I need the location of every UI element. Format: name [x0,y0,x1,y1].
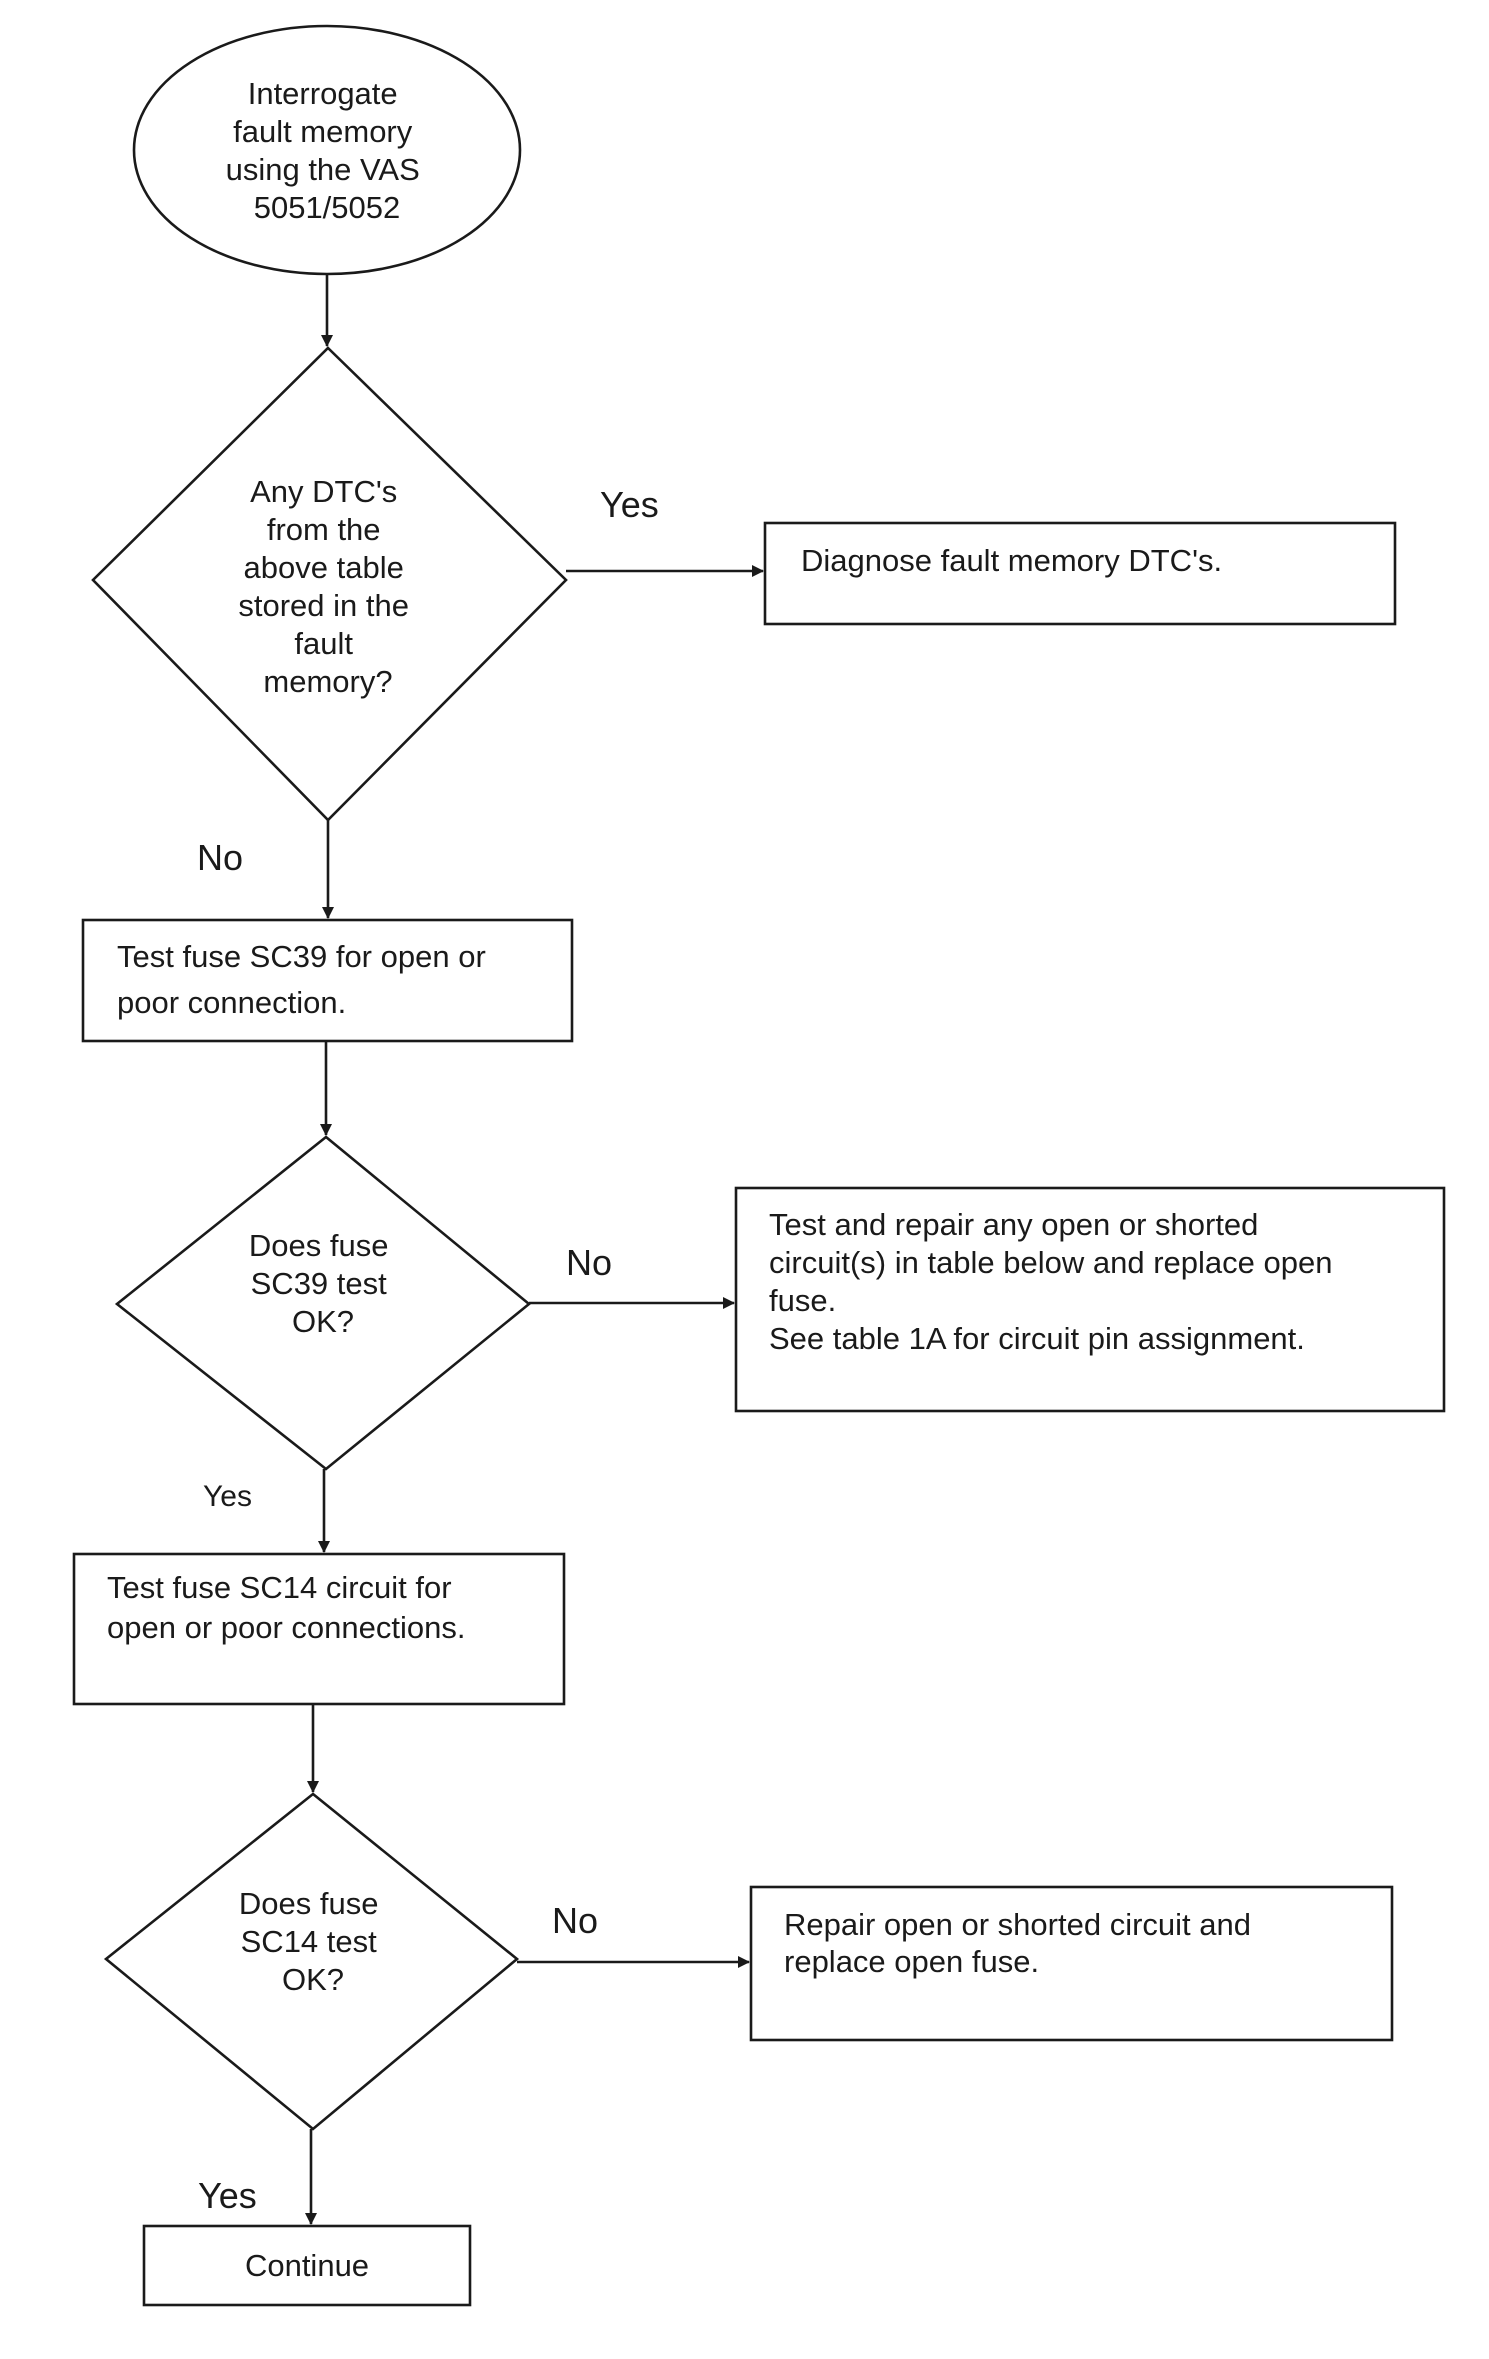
label-sc39-yes: Yes [203,1480,252,1513]
decision-sc39-ok: Does fuse SC39 test OK? [114,1135,532,1471]
svg-text:Test fuse SC14 circuit for: Test fuse SC14 circuit for open or poor … [107,1570,465,1645]
svg-text:Repair open or shorted circuit: Repair open or shorted circuit and repla… [784,1907,1260,1979]
label-dtc-yes: Yes [600,484,659,525]
svg-text:Test fuse SC39 for open or: Test fuse SC39 for open or poor connecti… [117,939,494,1020]
label-sc39-no: No [566,1242,612,1283]
label-sc14-no: No [552,1900,598,1941]
svg-text:Any DTC's from the: Any DTC's from the above table stored in… [238,474,417,699]
decision-dtc-stored: Any DTC's from the above table stored in… [91,346,568,822]
label-sc14-yes: Yes [198,2175,257,2216]
box-repair-sc14-circuit: Repair open or shorted circuit and repla… [749,1885,1394,2042]
box-continue: Continue [142,2224,472,2307]
svg-text:Test and repair any open or sh: Test and repair any open or shorted circ… [769,1207,1341,1356]
svg-text:Continue: Continue [245,2248,369,2283]
box-test-fuse-sc39: Test fuse SC39 for open or poor connecti… [81,918,574,1043]
box-test-fuse-sc14: Test fuse SC14 circuit for open or poor … [72,1552,566,1706]
label-dtc-no: No [197,837,243,878]
svg-text:Diagnose fault memory DTC's.: Diagnose fault memory DTC's. [801,543,1222,578]
svg-text:Interrogate fault memory: Interrogate fault memory using the VAS 5… [226,76,429,225]
svg-text:Does fuse SC39 test: Does fuse SC39 test OK? [249,1228,397,1339]
decision-sc14-ok: Does fuse SC14 test OK? [103,1792,520,2131]
box-diagnose-dtc: Diagnose fault memory DTC's. [763,521,1397,626]
box-repair-sc39-circuits: Test and repair any open or shorted circ… [734,1186,1446,1413]
node-start: Interrogate fault memory using the VAS 5… [132,24,522,276]
svg-text:Does fuse SC14 test: Does fuse SC14 test OK? [239,1886,387,1997]
